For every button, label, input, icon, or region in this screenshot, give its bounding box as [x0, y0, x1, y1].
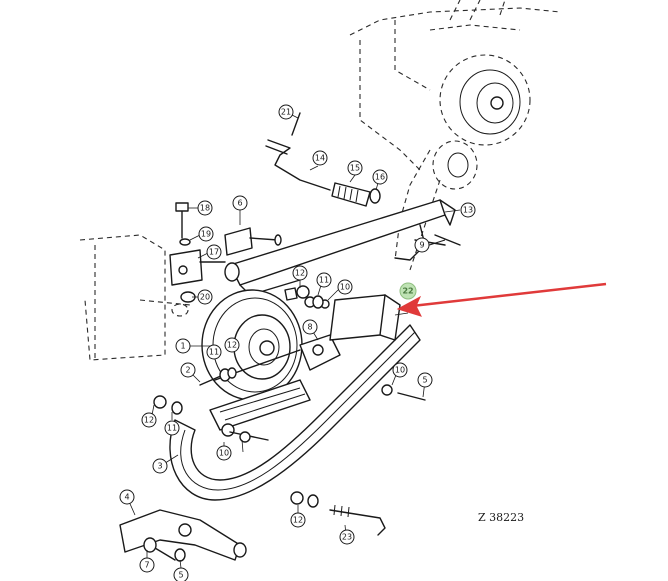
lower-bracket — [119, 509, 247, 562]
callout-5[interactable]: 5 — [417, 372, 433, 388]
drawing-number: Z 38223 — [478, 511, 524, 524]
pulley-wheel — [201, 289, 303, 401]
svg-text:15: 15 — [350, 164, 360, 173]
callout-11[interactable]: 11 — [316, 272, 332, 288]
callout-7[interactable]: 7 — [139, 557, 155, 573]
svg-text:11: 11 — [209, 348, 219, 357]
svg-text:5: 5 — [422, 376, 427, 385]
callout-9[interactable]: 9 — [414, 237, 430, 253]
svg-text:21: 21 — [281, 108, 291, 117]
svg-text:11: 11 — [167, 424, 177, 433]
belt-guide — [169, 324, 421, 501]
callout-16[interactable]: 16 — [372, 169, 388, 185]
callout-23[interactable]: 23 — [339, 529, 355, 545]
callout-22-highlighted[interactable]: 22 — [399, 282, 417, 300]
support-arm — [224, 199, 456, 296]
svg-text:14: 14 — [315, 154, 325, 163]
svg-text:16: 16 — [375, 173, 385, 182]
callout-15[interactable]: 15 — [347, 160, 363, 176]
callout-8[interactable]: 8 — [302, 319, 318, 335]
callout-10[interactable]: 10 — [216, 445, 232, 461]
svg-text:5: 5 — [178, 571, 183, 580]
callout-10[interactable]: 10 — [337, 279, 353, 295]
svg-text:12: 12 — [144, 416, 154, 425]
svg-text:13: 13 — [463, 206, 473, 215]
svg-text:12: 12 — [227, 341, 237, 350]
callout-18[interactable]: 18 — [197, 200, 213, 216]
callout-12[interactable]: 12 — [290, 512, 306, 528]
tensioner-assembly — [284, 287, 401, 371]
svg-text:3: 3 — [157, 462, 162, 471]
svg-text:10: 10 — [395, 366, 405, 375]
callout-12[interactable]: 12 — [141, 412, 157, 428]
svg-text:6: 6 — [237, 199, 242, 208]
svg-text:11: 11 — [319, 276, 329, 285]
svg-text:19: 19 — [201, 230, 211, 239]
svg-text:22: 22 — [402, 287, 413, 296]
svg-text:10: 10 — [219, 449, 229, 458]
svg-text:20: 20 — [200, 293, 210, 302]
part-callouts: 1 2 3 4 5 5 6 7 8 9 10 10 10 11 11 11 12… — [119, 104, 476, 581]
callout-6[interactable]: 6 — [232, 195, 248, 211]
svg-text:10: 10 — [340, 283, 350, 292]
mounting-brackets — [169, 202, 282, 303]
svg-text:23: 23 — [342, 533, 352, 542]
tension-rod — [265, 112, 381, 207]
callout-12[interactable]: 12 — [224, 337, 240, 353]
callout-12[interactable]: 12 — [292, 265, 308, 281]
callout-2[interactable]: 2 — [180, 362, 196, 378]
callout-14[interactable]: 14 — [312, 150, 328, 166]
svg-text:18: 18 — [200, 204, 210, 213]
callout-17[interactable]: 17 — [206, 244, 222, 260]
svg-text:12: 12 — [295, 269, 305, 278]
svg-text:12: 12 — [293, 516, 303, 525]
callout-19[interactable]: 19 — [198, 226, 214, 242]
highlight-arrow — [396, 282, 607, 317]
callout-20[interactable]: 20 — [197, 289, 213, 305]
svg-text:1: 1 — [180, 342, 185, 351]
svg-text:4: 4 — [124, 493, 129, 502]
callout-11[interactable]: 11 — [206, 344, 222, 360]
callout-4[interactable]: 4 — [119, 489, 135, 505]
callout-21[interactable]: 21 — [278, 104, 294, 120]
svg-text:2: 2 — [185, 366, 190, 375]
callout-10[interactable]: 10 — [392, 362, 408, 378]
svg-text:7: 7 — [144, 561, 149, 570]
svg-text:8: 8 — [307, 323, 312, 332]
callout-5[interactable]: 5 — [173, 567, 189, 581]
callout-1[interactable]: 1 — [175, 338, 191, 354]
callout-11[interactable]: 11 — [164, 420, 180, 436]
svg-text:17: 17 — [209, 248, 219, 257]
fasteners — [153, 234, 461, 536]
svg-text:9: 9 — [419, 241, 424, 250]
callout-13[interactable]: 13 — [460, 202, 476, 218]
background-machinery — [79, 0, 561, 361]
callout-3[interactable]: 3 — [152, 458, 168, 474]
